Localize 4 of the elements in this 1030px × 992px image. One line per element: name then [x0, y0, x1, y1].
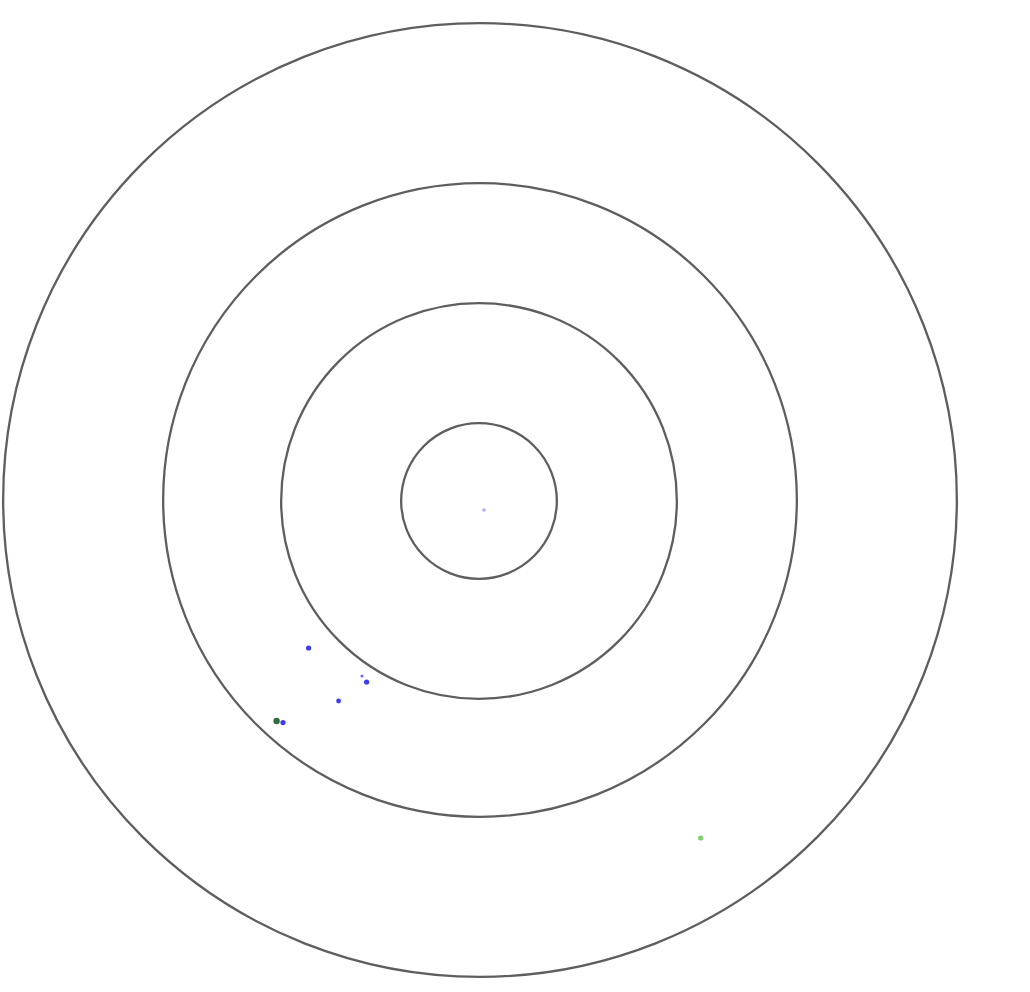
ring-outline [161, 182, 797, 818]
ring-outline [400, 421, 558, 579]
ring-outline [280, 301, 678, 699]
ring-outline [1, 22, 957, 978]
